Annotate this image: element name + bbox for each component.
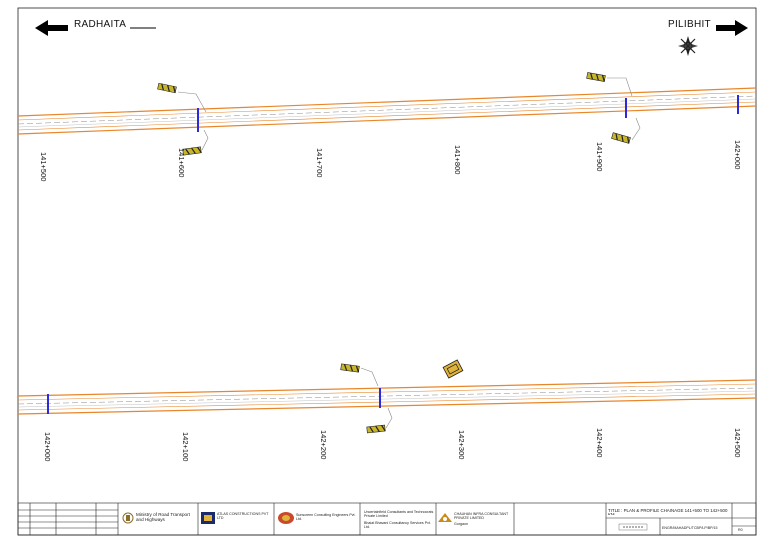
chainage-label: 141+500: [39, 152, 48, 182]
signature-stamp: [618, 523, 648, 531]
sign-board-icon: [340, 363, 360, 373]
design-consultant-name: Sunscreen Consulting Engineers Pvt. Ltd.: [296, 513, 356, 522]
proof-consultant-name: CHAUHAN INFRA CONSULTANT PRIVATE LIMITED: [454, 512, 509, 521]
direction-label-right: PILIBHIT: [668, 19, 711, 30]
sign-board-icon: [157, 82, 177, 94]
left-arrow-icon: [35, 20, 156, 36]
client-name: Ministry of Road Transport and Highways: [136, 512, 190, 523]
proof-consultant-city: Gurgaon: [454, 522, 468, 526]
bottom-road-plan: [17, 359, 757, 434]
proof-consultant-logo: [438, 513, 452, 522]
chainage-label: 141+600: [177, 148, 186, 178]
revision: R0: [738, 528, 743, 532]
chainage-label: 142+100: [181, 432, 190, 462]
direction-label-left: RADHAITA: [74, 19, 127, 30]
sign-board-icon: [611, 132, 631, 144]
chainage-label: 142+300: [457, 430, 466, 460]
contractor-name: ATLAS CONSTRUCTIONS PVT LTD: [217, 512, 269, 520]
authority-engineer-2: Bhaiat Bhavani Consultancy Services Pvt.…: [364, 521, 431, 530]
sign-board-icon: [586, 72, 606, 82]
chainage-label: 141+800: [453, 145, 462, 175]
chainage-label: 142+200: [319, 430, 328, 460]
drawing-title: TITLE : PLAN & PROFILE CHAINAGE 141+500 …: [608, 509, 728, 515]
right-arrow-icon: [716, 20, 748, 36]
sign-board-icon: [182, 146, 202, 156]
drawing-number: ENGR/MAHADPL/TCBP/LP/BP/15: [662, 526, 718, 530]
consultant-logo: [278, 512, 294, 524]
chainage-label: 142+000: [733, 140, 742, 170]
chainage-label: 141+900: [595, 142, 604, 172]
top-road-plan: [17, 72, 757, 156]
warning-sign-icon: [442, 359, 464, 379]
contractor-logo: [201, 512, 215, 524]
chainage-label: 142+500: [733, 428, 742, 458]
chainage-label: 142+400: [595, 428, 604, 458]
north-compass-icon: [678, 36, 698, 56]
authority-engineer-1: Uncertainfield Consultants and Technocra…: [364, 510, 434, 519]
emblem-logo: [122, 512, 134, 524]
sign-board-icon: [366, 424, 386, 434]
chainage-label: 141+700: [315, 148, 324, 178]
chainage-label: 142+000: [43, 432, 52, 462]
sheet-border: [17, 7, 757, 536]
title-block: [17, 502, 757, 536]
